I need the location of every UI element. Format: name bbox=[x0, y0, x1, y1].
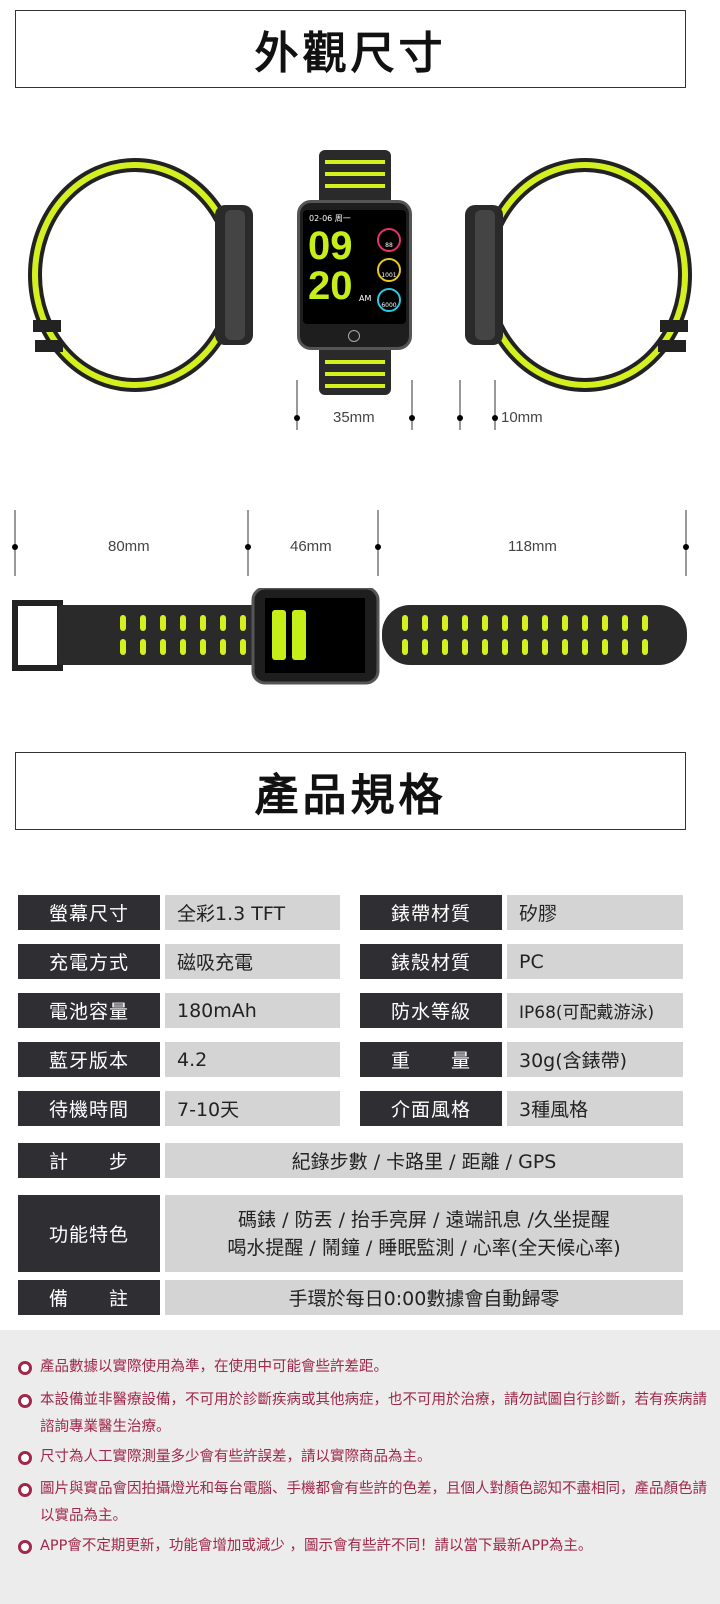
body-length-dimension: 46mm bbox=[290, 538, 332, 555]
spec-value: PC bbox=[507, 944, 683, 979]
watch-hour: 09 bbox=[308, 224, 353, 268]
watch-side-view-left bbox=[28, 158, 253, 392]
remark-value: 手環於每日0:00數據會自動歸零 bbox=[165, 1280, 683, 1315]
dimension-markers-bottom bbox=[12, 510, 689, 576]
spec-label: 錶殼材質 bbox=[360, 944, 502, 979]
spec-label: 螢幕尺寸 bbox=[18, 895, 160, 930]
strap-short-dimension: 80mm bbox=[108, 538, 150, 555]
spec-value: 磁吸充電 bbox=[165, 944, 340, 979]
note-item: 本設備並非醫療設備，不可用於診斷疾病或其他病症，也不可用於治療，請勿試圖自行診斷… bbox=[18, 1387, 708, 1441]
spec-value: 30g(含錶帶) bbox=[507, 1042, 683, 1077]
heart-rate-ring: 88 bbox=[377, 228, 401, 252]
note-item: 產品數據以實際使用為準，在使用中可能會些許差距。 bbox=[18, 1354, 708, 1381]
thickness-dimension: 10mm bbox=[501, 409, 543, 426]
spec-value: 矽膠 bbox=[507, 895, 683, 930]
note-item: 尺寸為人工實際測量多少會有些許誤差，請以實際商品為主。 bbox=[18, 1444, 708, 1471]
watch-flat-view bbox=[12, 588, 687, 685]
notes-panel: 產品數據以實際使用為準，在使用中可能會些許差距。 本設備並非醫療設備，不可用於診… bbox=[0, 1330, 720, 1604]
features-line-2: 喝水提醒 / 鬧鐘 / 睡眠監測 / 心率(全天候心率) bbox=[227, 1236, 621, 1259]
features-value: 碼錶 / 防丟 / 抬手亮屏 / 遠端訊息 /久坐提醒 喝水提醒 / 鬧鐘 / … bbox=[165, 1195, 683, 1272]
spec-value: 180mAh bbox=[165, 993, 340, 1028]
bullet-circle-icon bbox=[18, 1361, 32, 1375]
section-title-specs: 產品規格 bbox=[15, 752, 686, 830]
features-line-1: 碼錶 / 防丟 / 抬手亮屏 / 遠端訊息 /久坐提醒 bbox=[238, 1208, 610, 1231]
steps-value: 紀錄步數 / 卡路里 / 距離 / GPS bbox=[165, 1143, 683, 1178]
watch-date: 02-06 周一 bbox=[309, 214, 351, 223]
spec-label: 待機時間 bbox=[18, 1091, 160, 1126]
watch-ampm: AM bbox=[359, 294, 372, 303]
spec-label: 充電方式 bbox=[18, 944, 160, 979]
features-label: 功能特色 bbox=[18, 1195, 160, 1272]
spec-label: 介面風格 bbox=[360, 1091, 502, 1126]
spec-label: 電池容量 bbox=[18, 993, 160, 1028]
spec-value: 全彩1.3 TFT bbox=[165, 895, 340, 930]
section-title-appearance: 外觀尺寸 bbox=[15, 10, 686, 88]
spec-label: 藍牙版本 bbox=[18, 1042, 160, 1077]
width-dimension: 35mm bbox=[333, 409, 375, 426]
dimension-markers-top bbox=[294, 380, 498, 430]
spec-value: IP68(可配戴游泳) bbox=[507, 993, 683, 1028]
watch-side-view-right bbox=[465, 158, 692, 392]
home-button-icon bbox=[348, 330, 360, 342]
steps-label: 計 步 bbox=[18, 1143, 160, 1178]
note-item: 圖片與實品會因拍攝燈光和每台電腦、手機都會有些許的色差，且個人對顏色認知不盡相同… bbox=[18, 1476, 708, 1530]
watch-front-view: 02-06 周一 09 20 AM 88 1001 6000 bbox=[297, 150, 412, 395]
spec-value: 4.2 bbox=[165, 1042, 340, 1077]
note-item: APP會不定期更新，功能會增加或減少 ，圖示會有些許不同！請以當下最新APP為主… bbox=[18, 1533, 708, 1560]
watch-minute: 20 bbox=[308, 264, 353, 308]
bullet-circle-icon bbox=[18, 1540, 32, 1554]
spec-label: 重 量 bbox=[360, 1042, 502, 1077]
spec-value: 7-10天 bbox=[165, 1091, 340, 1126]
bullet-circle-icon bbox=[18, 1483, 32, 1497]
spec-label: 防水等級 bbox=[360, 993, 502, 1028]
strap-long-dimension: 118mm bbox=[508, 538, 557, 555]
steps-ring: 6000 bbox=[377, 288, 401, 312]
remark-label: 備 註 bbox=[18, 1280, 160, 1315]
spec-value: 3種風格 bbox=[507, 1091, 683, 1126]
spec-label: 錶帶材質 bbox=[360, 895, 502, 930]
bullet-circle-icon bbox=[18, 1394, 32, 1408]
bullet-circle-icon bbox=[18, 1451, 32, 1465]
calories-ring: 1001 bbox=[377, 258, 401, 282]
